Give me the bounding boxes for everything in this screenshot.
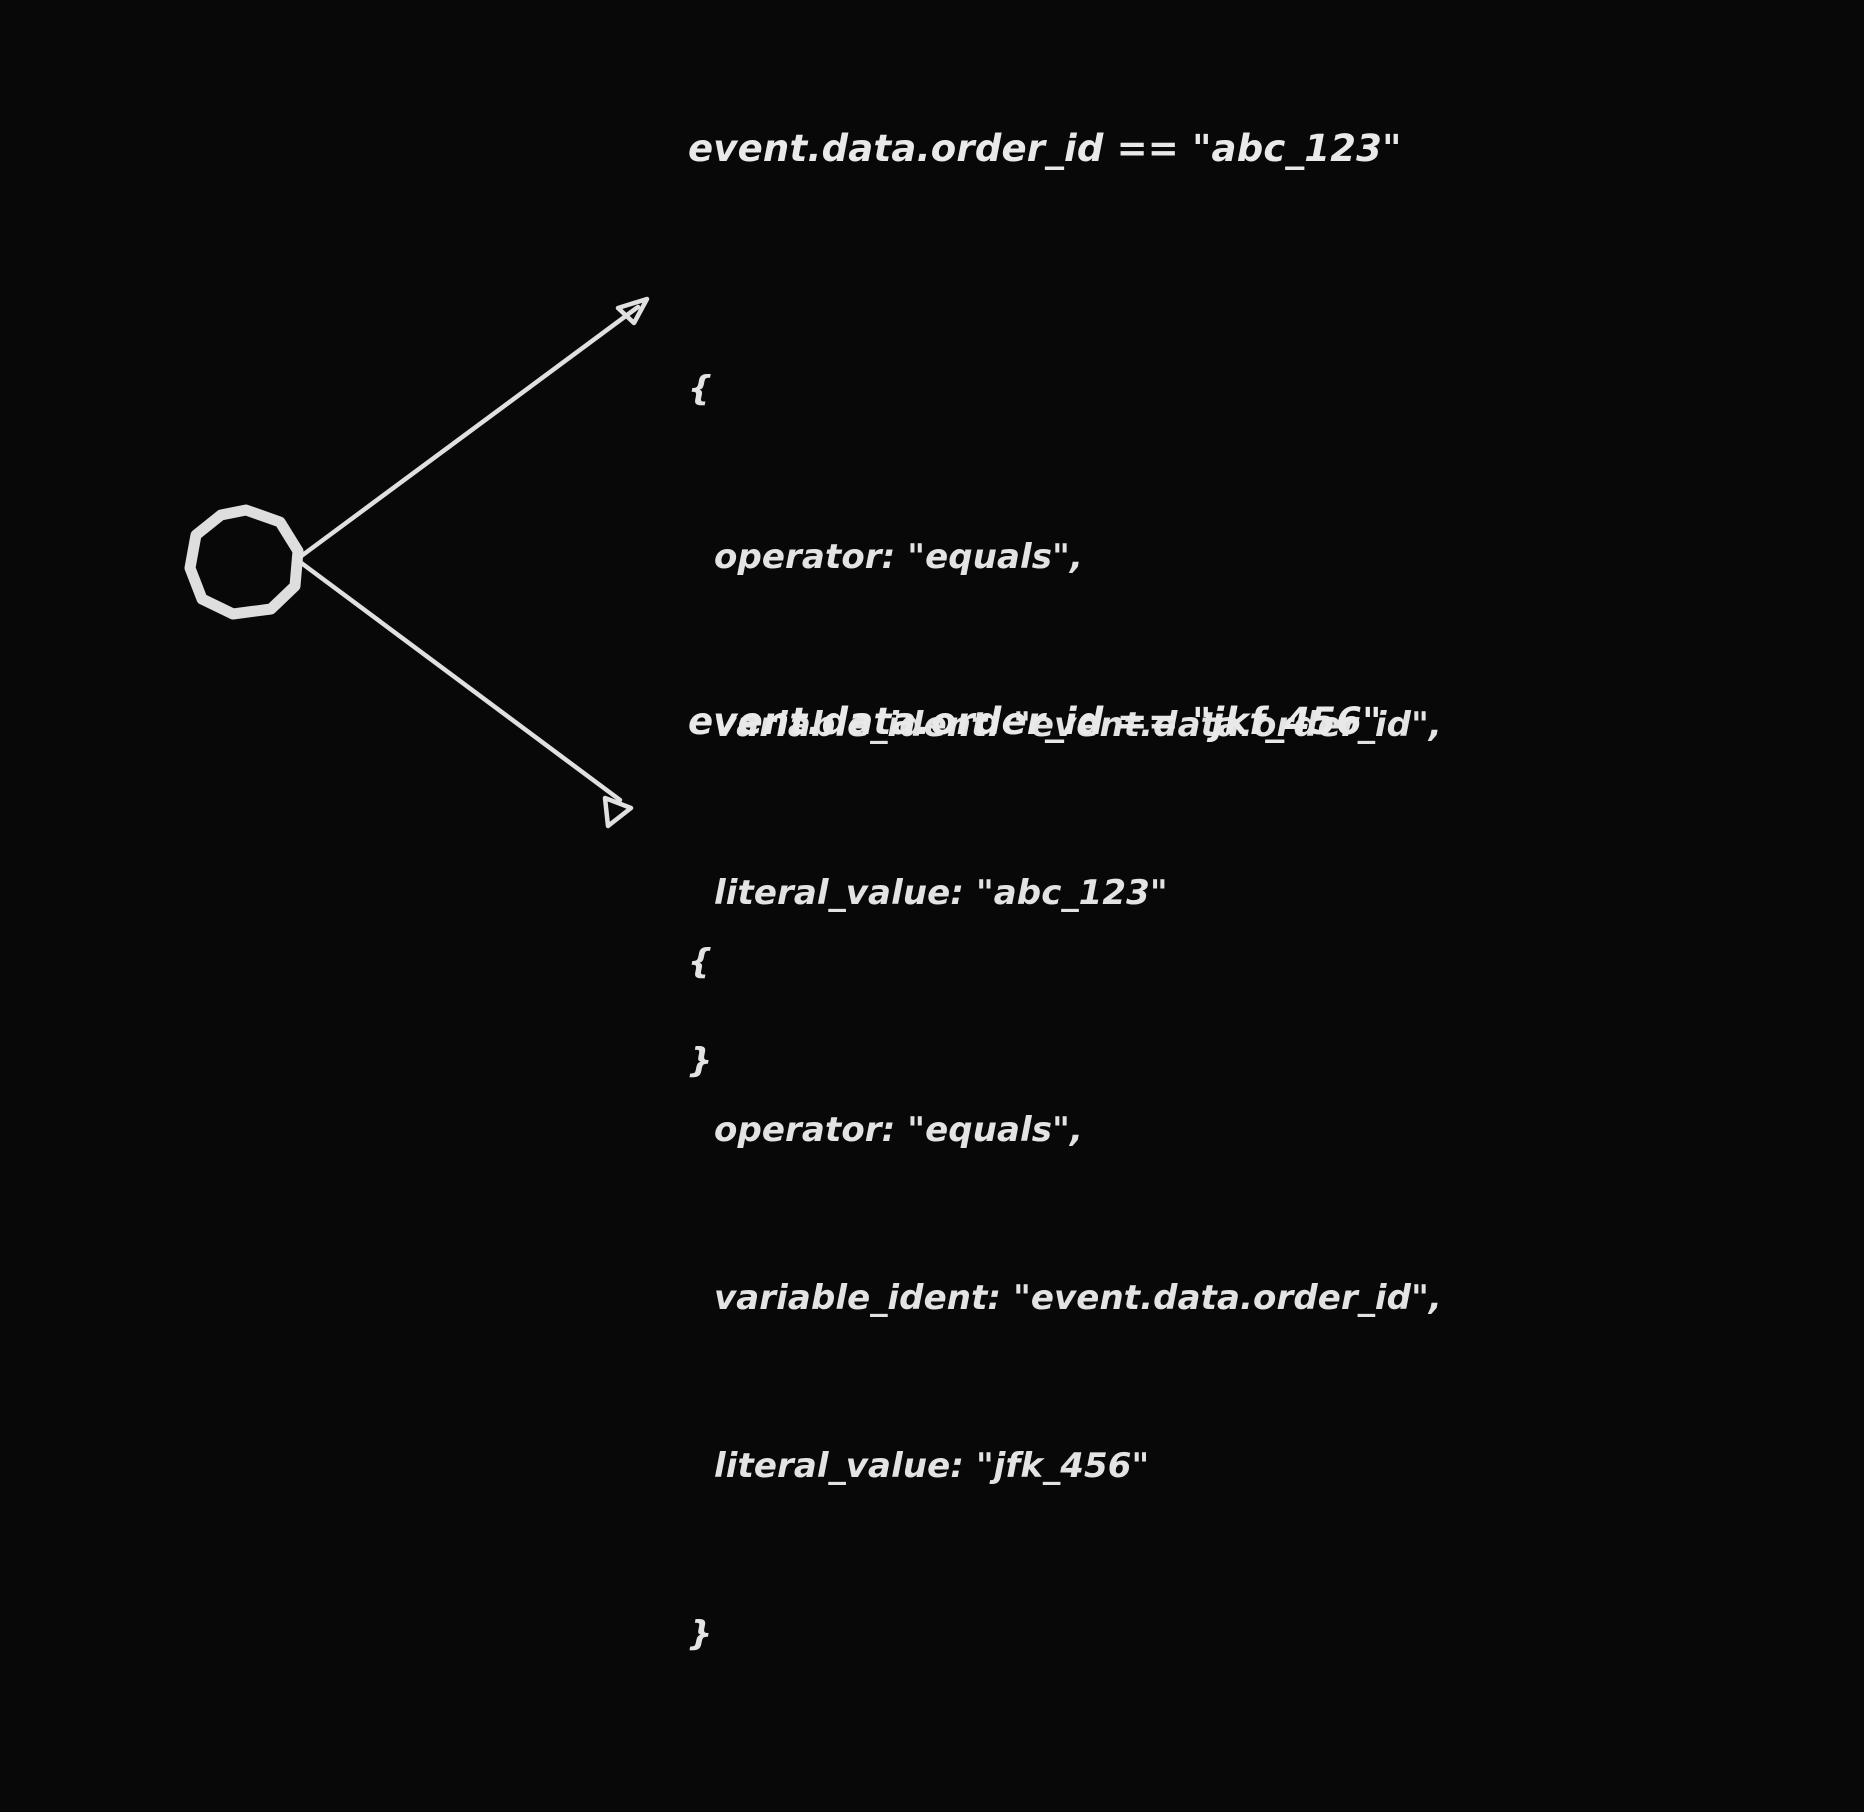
branch-1-json-line-literal-value: literal_value: "abc_123" [714,873,1168,913]
branch-1-open-brace: { [688,369,713,409]
branch-2-json-line-variable-ident: variable_ident: "event.data.order_id", [714,1278,1442,1318]
branch-1-close-brace: } [688,1041,713,1081]
branch-2-close-brace: } [688,1614,713,1654]
branch-1-json-line-variable-ident: variable_ident: "event.data.order_id", [714,705,1442,745]
branch-block-1[interactable]: event.data.order_id == "abc_123" { opera… [688,92,1442,1239]
edge-line-2 [297,559,623,803]
diagram-canvas: event.data.order_id == "abc_123" { opera… [184,92,1442,1654]
branch-1-json-line-operator: operator: "equals", [714,537,1083,577]
branch-1-json: { operator: "equals", variable_ident: "e… [688,249,1442,1201]
arrowhead-1-icon [615,296,650,326]
root-node-octagon[interactable] [184,504,304,620]
branch-2-json-line-operator: operator: "equals", [714,1110,1083,1150]
edge-line-1 [297,304,641,560]
branch-1-title: event.data.order_id == "abc_123" [688,127,1402,170]
branch-2-open-brace: { [688,942,713,982]
branch-block-2[interactable]: event.data.order_id == "jkf_456" { opera… [688,665,1442,1812]
branch-2-json-line-literal-value: literal_value: "jfk_456" [714,1446,1150,1486]
branch-2-json: { operator: "equals", variable_ident: "e… [688,822,1442,1774]
branch-2-title: event.data.order_id == "jkf_456" [688,700,1382,743]
arrowhead-2-icon [602,795,634,829]
